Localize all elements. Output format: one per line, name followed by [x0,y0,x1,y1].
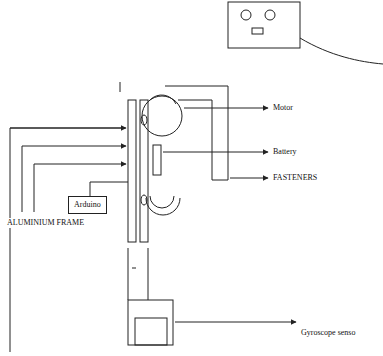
part-label: Battery [272,147,298,157]
gyro-housing [128,300,173,345]
leader-arrow [230,178,268,179]
joint-arc [150,196,174,208]
leader-arrow [184,108,268,109]
part-label: FASTENERS [272,173,318,183]
cable [300,38,383,64]
part-label: Gyroscope senso [300,328,356,338]
frame-bar [128,100,136,242]
bracket-arrow [34,164,126,165]
node-text: Arduino [74,200,101,210]
bracket [34,164,35,212]
bracket-arrow [10,128,126,129]
eye [241,10,251,20]
leader-arrow [163,152,268,153]
joint-arc [150,95,176,104]
mouth [252,28,263,34]
bracket [22,146,23,212]
part-label: Motor [272,103,294,113]
battery [153,145,161,175]
gyro-sensor [135,318,167,345]
tick [120,82,121,92]
lower-frame [128,248,148,300]
part-label: ALUMINIUM FRAME [6,218,85,228]
wire [90,182,128,196]
frame-bar [140,100,148,242]
bracket [10,128,125,352]
joint [142,96,182,136]
eye [265,10,275,20]
leader-arrow [175,322,296,323]
head-box [228,2,300,48]
bracket-arrow [22,146,126,147]
controller-box: Arduino [68,196,107,214]
